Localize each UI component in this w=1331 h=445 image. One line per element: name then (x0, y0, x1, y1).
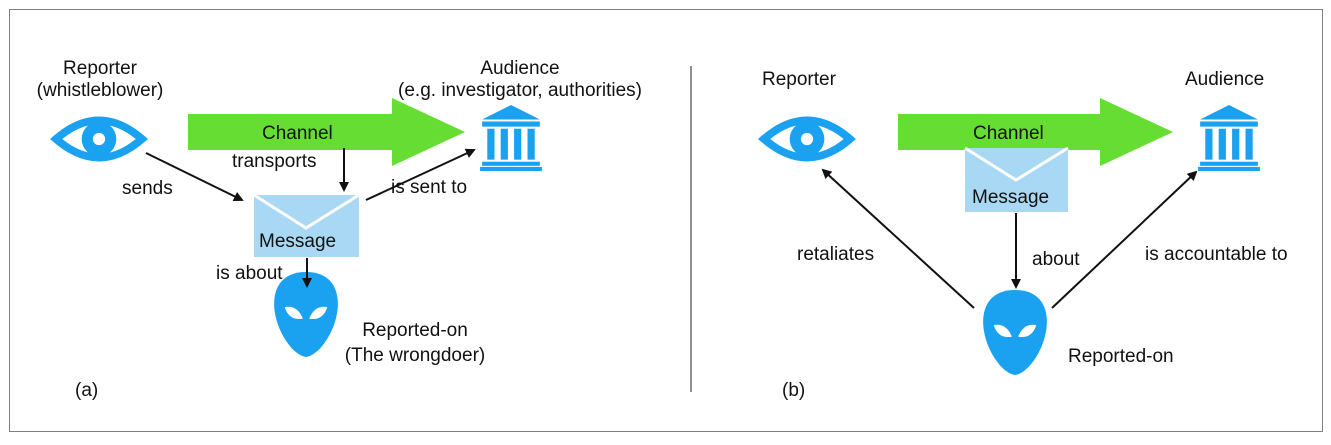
edge-transports-label: transports (232, 151, 317, 172)
audience-sublabel: (e.g. investigator, authorities) (398, 80, 642, 101)
message-envelope-icon (253, 193, 360, 257)
reporter-sublabel: (whistleblower) (36, 80, 164, 101)
panel-b-tag: (b) (782, 380, 806, 401)
audience-label: Audience (480, 58, 560, 79)
reporter-eye-icon (758, 116, 856, 162)
panel-b (758, 98, 1260, 375)
audience-institution-icon (480, 105, 542, 171)
edge-about-label: about (1032, 249, 1080, 270)
edge-is-accountable-to (1051, 170, 1198, 309)
edge-is-sent-to (365, 148, 476, 201)
edge-retaliates-label: retaliates (797, 244, 875, 265)
reporter-label: Reporter (63, 58, 137, 79)
reporter-label-b: Reporter (762, 69, 836, 90)
edge-retaliates (821, 168, 975, 309)
channel-label-b: Channel (973, 123, 1044, 144)
message-envelope-icon (964, 146, 1069, 212)
edge-is-sent-to-label: is sent to (391, 177, 468, 198)
figure-frame (9, 9, 1323, 432)
reported-on-label-b: Reported-on (1068, 346, 1174, 367)
message-label-b: Message (972, 187, 1050, 208)
reported-on-alien-icon (983, 290, 1047, 375)
reported-on-sublabel: (The wrongdoer) (344, 345, 486, 366)
panel-a (50, 98, 542, 357)
panel-a-tag: (a) (75, 380, 99, 401)
edge-sends (145, 152, 244, 201)
edge-is-accountable-to-label: is accountable to (1145, 244, 1288, 265)
audience-institution-icon (1198, 105, 1260, 171)
edge-sends-label: sends (122, 178, 173, 199)
channel-arrow (188, 98, 465, 166)
audience-label-b: Audience (1185, 69, 1265, 90)
edge-is-about-label: is about (216, 263, 283, 284)
channel-label: Channel (262, 123, 333, 144)
message-label: Message (259, 231, 337, 252)
reported-on-label: Reported-on (362, 320, 468, 341)
reporter-eye-icon (50, 116, 148, 162)
